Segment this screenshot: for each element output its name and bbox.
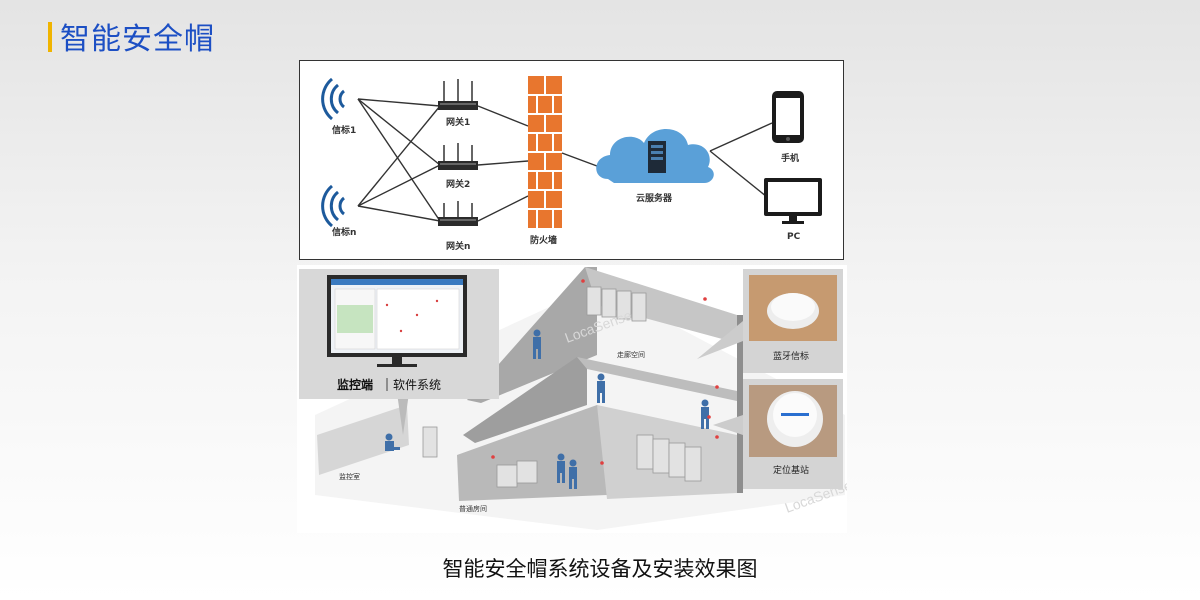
monitor-title-label: 监控端 bbox=[337, 377, 373, 392]
connection-lines bbox=[357, 98, 773, 222]
page-title: 智能安全帽 bbox=[60, 22, 215, 57]
monitor-icon bbox=[764, 178, 822, 224]
cloud-server-icon bbox=[596, 128, 714, 183]
positioning-station-label: 定位基站 bbox=[773, 464, 809, 476]
server-cabinets bbox=[422, 286, 702, 488]
corridor-label: 走廊空间 bbox=[617, 350, 645, 359]
gateway-2-label: 网关2 bbox=[446, 178, 470, 190]
wifi-signal-icon bbox=[321, 184, 346, 228]
beacon-markers bbox=[491, 279, 719, 465]
smartphone-icon bbox=[772, 91, 804, 143]
router-icon bbox=[438, 143, 478, 170]
router-icon bbox=[438, 201, 478, 226]
router-icon bbox=[438, 79, 478, 110]
beacon-n-label: 信标n bbox=[332, 226, 356, 238]
monitor-callout: 监控端 软件系统 bbox=[299, 269, 499, 435]
bluetooth-beacon-label: 蓝牙信标 bbox=[773, 350, 809, 362]
firewall-icon bbox=[528, 76, 562, 228]
ordinary-room-label: 普通房间 bbox=[459, 504, 487, 513]
beacon-1-label: 信标1 bbox=[332, 124, 356, 136]
monitor-room-label: 监控室 bbox=[339, 472, 360, 481]
phone-label: 手机 bbox=[781, 152, 799, 164]
network-topology-diagram: 信标1 信标n 网关1 网关2 bbox=[299, 60, 844, 260]
installation-scene: 走廊空间 监控室 普通房间 LocaSense LocaSense 监控端 软件… bbox=[297, 265, 847, 533]
worker-figures bbox=[385, 329, 709, 489]
gateway-n-label: 网关n bbox=[446, 240, 470, 252]
gateway-1-label: 网关1 bbox=[446, 116, 470, 128]
monitor-subtitle-label: 软件系统 bbox=[393, 378, 441, 392]
firewall-label: 防火墙 bbox=[530, 234, 557, 246]
title-accent-bar bbox=[48, 22, 52, 52]
bluetooth-beacon-callout: 蓝牙信标 bbox=[697, 269, 843, 373]
pc-label: PC bbox=[787, 232, 801, 242]
cloud-server-label: 云服务器 bbox=[636, 192, 673, 204]
wifi-signal-icon bbox=[321, 77, 346, 121]
figure-caption: 智能安全帽系统设备及安装效果图 bbox=[442, 557, 758, 581]
positioning-station-callout: 定位基站 bbox=[713, 379, 843, 489]
